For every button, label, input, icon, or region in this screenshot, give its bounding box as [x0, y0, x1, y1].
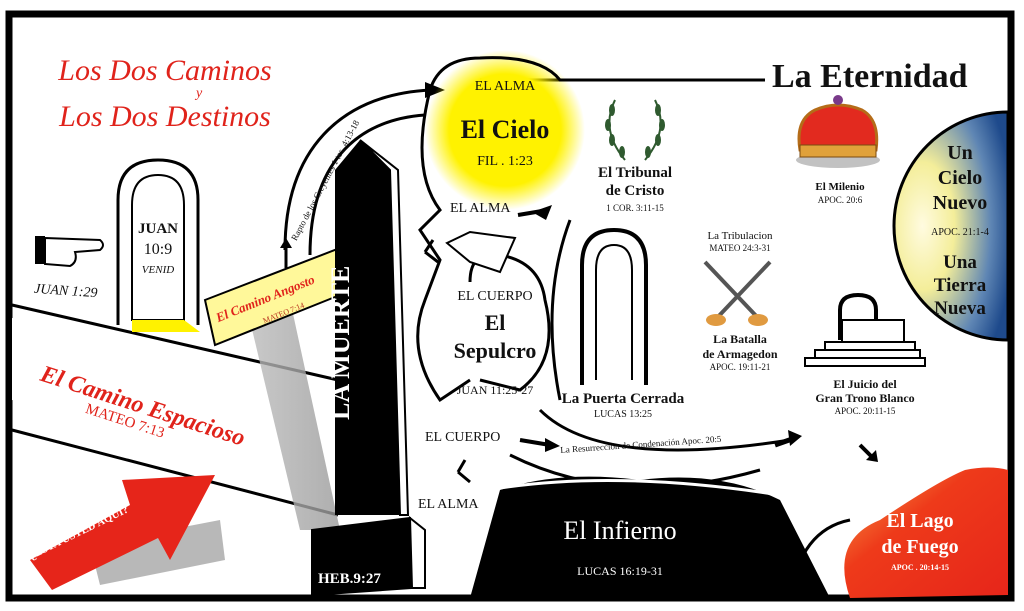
armageddon-ref: APOC. 19:11-21 — [709, 362, 771, 372]
death-ref: HEB.9:27 — [318, 571, 381, 587]
laurel-wreath-icon — [605, 99, 665, 161]
grave-ref: JUAN 11:25-27 — [456, 383, 534, 397]
white-throne-ref: APOC. 20:11-15 — [834, 406, 896, 416]
obelisk — [335, 140, 400, 515]
pointing-hand-icon — [35, 236, 104, 268]
title-line1: Los Dos Caminos — [58, 54, 272, 87]
body-label: EL CUERPO — [425, 430, 501, 445]
white-throne-line1: El Juicio del — [833, 377, 897, 391]
grave-name-line2: Sepulcro — [453, 338, 537, 363]
title-line2: Los Dos Destinos — [59, 100, 271, 133]
new-heaven-l2: Cielo — [937, 167, 983, 189]
hell-name: El Infierno — [563, 516, 677, 545]
title-conjunction: y — [196, 86, 203, 101]
eternity-heading: La Eternidad — [772, 58, 968, 95]
new-earth-l6: Nueva — [934, 298, 986, 319]
heaven-soul-top: EL ALMA — [474, 79, 536, 94]
white-throne-icon — [804, 292, 926, 367]
crown-icon — [796, 95, 880, 168]
grave-name-line1: El — [484, 310, 506, 335]
hell-pit — [470, 476, 830, 598]
heaven-ref: FIL . 1:23 — [477, 154, 533, 169]
new-heaven-sphere — [892, 110, 1010, 342]
road-shadow — [245, 300, 340, 530]
tribulation-label: La Tribulacion — [707, 230, 773, 242]
lake-line2: de Fuego — [881, 536, 959, 558]
broad-road-bottom-edge — [11, 428, 339, 517]
white-throne-line2: Gran Trono Blanco — [815, 391, 915, 405]
millennium-label: El Milenio — [815, 181, 865, 193]
armageddon-line1: La Batalla — [713, 332, 767, 346]
you-are-here-arrow — [30, 475, 215, 590]
armageddon-line2: de Armagedon — [702, 347, 778, 361]
hell-ref: LUCAS 16:19-31 — [577, 564, 663, 578]
new-heaven-l3: Nuevo — [932, 192, 988, 214]
lake-line1: El Lago — [886, 510, 954, 532]
door-call: VENID — [141, 264, 175, 276]
tribunal-ref: 1 COR. 3:11-15 — [606, 203, 664, 213]
closed-door — [580, 227, 648, 385]
arrow-shadow — [90, 520, 225, 585]
tribulation-ref: MATEO 24:3-31 — [709, 243, 771, 253]
door-ref-book: JUAN — [138, 221, 178, 237]
tribunal-line1: El Tribunal — [597, 165, 673, 181]
lake-of-fire — [844, 467, 1008, 598]
heaven-name: El Cielo — [460, 115, 550, 144]
heaven-sun — [425, 50, 585, 210]
new-earth-l4: Una — [943, 252, 977, 273]
death-label: LA MUERTE — [326, 265, 355, 420]
closed-door-label: La Puerta Cerrada — [561, 391, 685, 407]
door-ref-verse: 10:9 — [143, 241, 173, 258]
new-earth-l5: Tierra — [933, 275, 987, 296]
closed-door-ref: LUCAS 13:25 — [593, 409, 653, 420]
soul-label: EL ALMA — [418, 497, 479, 512]
new-heaven-ref: APOC. 21:1-4 — [931, 227, 989, 238]
tribunal-line2: de Cristo — [605, 183, 665, 199]
heaven-soul-bottom: EL ALMA — [450, 201, 511, 216]
millennium-ref: APOC. 20:6 — [817, 195, 863, 205]
grave-body-top: EL CUERPO — [457, 289, 533, 304]
lake-ref: APOC . 20:14-15 — [891, 563, 949, 572]
crossed-swords-icon — [703, 260, 772, 326]
new-heaven-l1: Un — [947, 142, 973, 164]
